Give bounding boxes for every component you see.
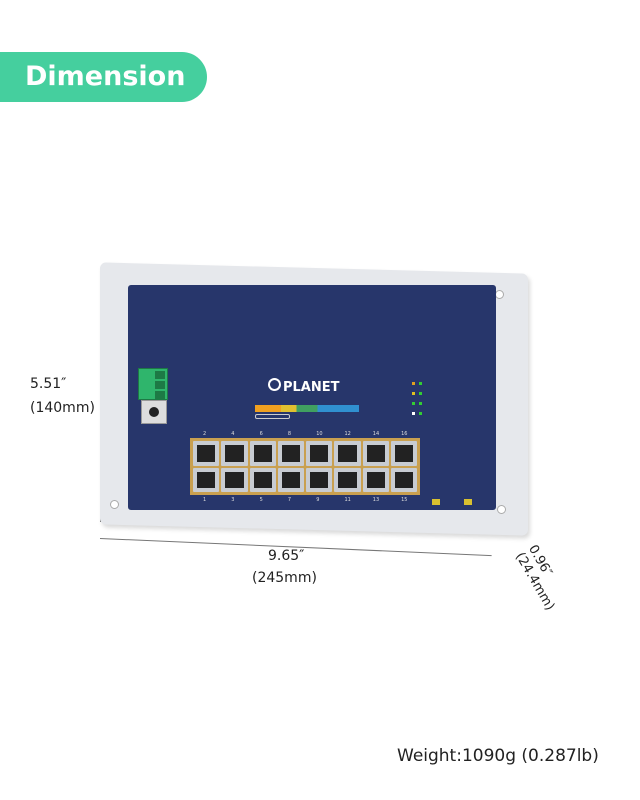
feature-stripe [255, 405, 359, 412]
port-number: 2 [203, 431, 207, 437]
port-number: 12 [344, 431, 351, 437]
height-mm: (140mm) [30, 400, 95, 416]
width-inches: 9.65″ [268, 548, 305, 564]
rj45-port [362, 441, 389, 466]
dimension-badge: Dimension [0, 52, 207, 102]
port-number: 10 [316, 431, 323, 437]
port-number: 8 [287, 431, 292, 437]
port-number: 13 [372, 497, 380, 503]
port-number: 9 [316, 497, 320, 503]
port-number: 4 [231, 431, 235, 437]
rj45-port [306, 467, 333, 492]
rj45-port [390, 467, 417, 492]
weight-label: Weight:1090g (0.287lb) [397, 746, 599, 766]
led-indicators [410, 381, 424, 416]
width-mm: (245mm) [252, 570, 317, 586]
rj45-port [306, 441, 333, 466]
port-number: 15 [401, 497, 408, 503]
rj45-port [221, 467, 248, 492]
mount-hole [495, 290, 504, 299]
rj45-port-block [190, 438, 420, 495]
rj45-port [390, 441, 417, 466]
rj45-port [277, 467, 304, 492]
port-number: 7 [287, 497, 292, 503]
port-number: 11 [344, 497, 351, 503]
rj45-port [334, 441, 361, 466]
rj45-port [221, 441, 248, 466]
port-number: 1 [203, 497, 207, 503]
rj45-port [277, 441, 304, 466]
height-inches: 5.51″ [30, 376, 67, 392]
power-terminal-block [138, 368, 168, 400]
port-number: 3 [231, 497, 235, 503]
model-label [255, 414, 290, 419]
mount-hole [497, 505, 506, 514]
rj45-port [249, 441, 276, 466]
depth-label: 0.96″ (24.4mm) [512, 543, 570, 614]
rj45-port [249, 467, 276, 492]
dc-jack [141, 400, 167, 424]
rj45-port [362, 467, 389, 492]
sfp-port [464, 499, 472, 505]
mount-hole [110, 500, 119, 509]
port-number: 5 [259, 497, 263, 503]
rj45-port [193, 441, 220, 466]
rj45-port [334, 467, 361, 492]
sfp-port [432, 499, 440, 505]
port-number: 14 [372, 431, 380, 437]
port-number: 6 [259, 431, 263, 437]
port-number: 16 [401, 431, 408, 437]
planet-logo: PLANET [268, 378, 342, 395]
rj45-port [193, 467, 220, 492]
